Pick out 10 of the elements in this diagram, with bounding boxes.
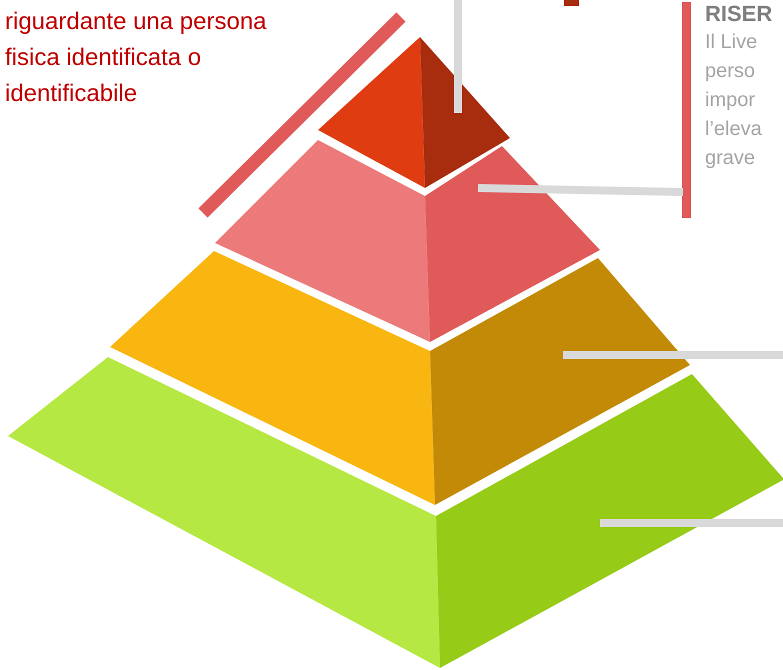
pyramid-tier <box>8 357 783 668</box>
heading: RISER <box>705 0 774 28</box>
description-text: riguardante una persona fisica identificata o identificabile <box>5 7 268 109</box>
leader-line <box>563 351 783 359</box>
leader-line <box>454 0 462 113</box>
description-text: Il Live perso impor l’eleva grave <box>705 30 763 171</box>
leader-line <box>600 519 783 527</box>
pyramid-tier <box>215 140 600 342</box>
pyramid-tier <box>110 251 690 505</box>
pyramid-tip <box>318 37 510 188</box>
